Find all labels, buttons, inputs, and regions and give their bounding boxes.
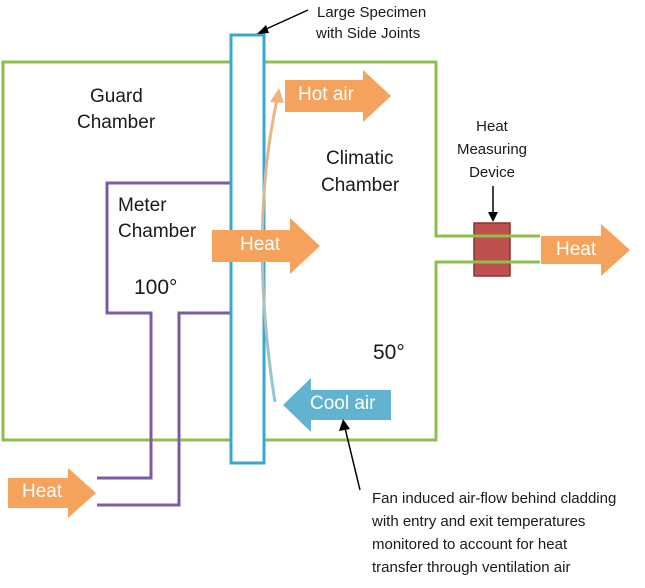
climatic-temperature: 50° bbox=[373, 341, 405, 364]
device-pointer-head bbox=[488, 212, 498, 222]
heat-device-label-line1: Heat bbox=[476, 118, 508, 135]
heat-device-label-line2: Measuring bbox=[456, 141, 528, 158]
meter-chamber-outline bbox=[97, 181, 231, 507]
meter-chamber-label-line1: Meter bbox=[118, 195, 167, 216]
cool-air-label: Cool air bbox=[310, 393, 376, 414]
hot-air-arrow bbox=[285, 70, 391, 122]
heat-device-label-line3: Device bbox=[469, 164, 515, 181]
guard-chamber-outline bbox=[1, 60, 231, 442]
climatic-chamber-label-line2: Chamber bbox=[321, 175, 400, 196]
heat-in-label: Heat bbox=[22, 481, 63, 502]
hot-air-label: Hot air bbox=[298, 84, 354, 105]
heat-out-arrow bbox=[541, 224, 630, 276]
heat-center-arrow bbox=[212, 218, 320, 274]
note-line1: Fan induced air-flow behind cladding bbox=[372, 490, 617, 507]
heat-measuring-device bbox=[473, 222, 511, 277]
cool-air-arrow bbox=[283, 378, 391, 432]
note-line2: with entry and exit temperatures bbox=[372, 513, 586, 530]
note-line4: transfer through ventilation air bbox=[372, 559, 571, 576]
note-pointer-head bbox=[339, 419, 350, 431]
specimen-label-line2: with Side Joints bbox=[316, 25, 421, 42]
note-line3: monitored to account for heat bbox=[372, 536, 568, 553]
heat-in-arrow bbox=[8, 468, 96, 518]
specimen-pointer-line bbox=[263, 9, 309, 31]
climatic-chamber-label-line1: Climatic bbox=[326, 148, 394, 169]
note-pointer-line bbox=[344, 427, 361, 491]
specimen-pointer-head bbox=[257, 25, 269, 34]
heat-out-label: Heat bbox=[556, 239, 597, 260]
meter-chamber-label-line2: Chamber bbox=[118, 221, 197, 242]
meter-temperature: 100° bbox=[134, 276, 178, 299]
airflow-arrowhead bbox=[270, 88, 284, 103]
guard-chamber-label-line2: Chamber bbox=[77, 112, 156, 133]
specimen-label-line1: Large Specimen bbox=[317, 4, 427, 21]
heat-center-label: Heat bbox=[240, 234, 281, 255]
guard-chamber-label-line1: Guard bbox=[90, 86, 143, 107]
